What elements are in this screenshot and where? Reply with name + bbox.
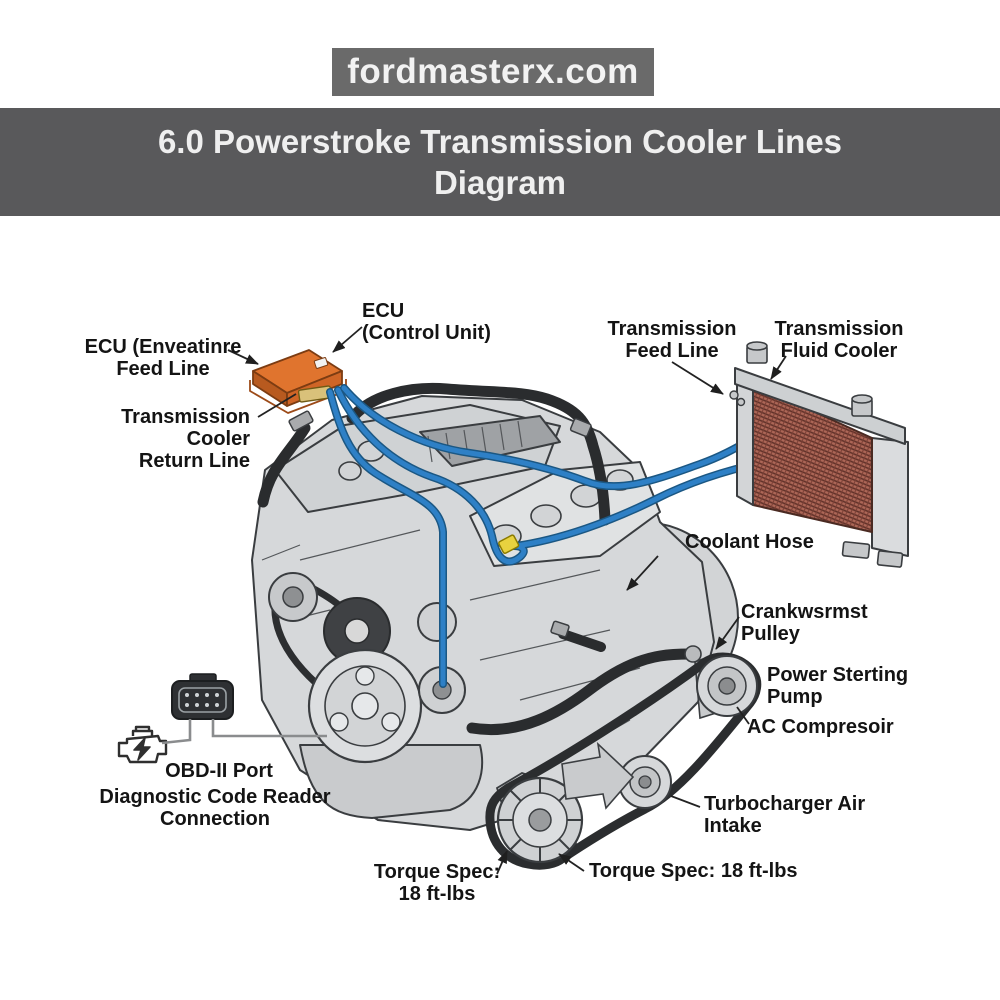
page-title-line1: 6.0 Powerstroke Transmission Cooler Line…: [157, 122, 843, 160]
label-obd-connection: Diagnostic Code Reader Connection: [99, 786, 331, 830]
torque-right-arrow: [558, 853, 585, 872]
label-crank-pulley: Crankwsrmst Pulley: [741, 601, 868, 645]
obd-connector-icon: [171, 673, 234, 720]
label-fluid-cooler: Transmission Fluid Cooler: [774, 318, 904, 362]
obd-wiring-lines: [161, 719, 327, 745]
front-pulleys: [268, 572, 466, 764]
transmission-fluid-cooler: [729, 341, 909, 568]
site-banner: fordmasterx.com: [332, 48, 654, 96]
label-cooler-return: Transmission Cooler Return Line: [121, 406, 250, 472]
label-feed-line-right: Transmission Feed Line: [607, 318, 737, 362]
turbo-intake-lead: [670, 795, 701, 808]
coolant-hoses: [257, 382, 702, 735]
check-engine-icon: [117, 725, 168, 764]
leader-lines: [227, 326, 787, 875]
feed-line-right-arrow: [671, 361, 724, 395]
site-banner-text: fordmasterx.com: [347, 52, 639, 91]
ecu-module: [249, 349, 347, 414]
label-torque-right: Torque Spec: 18 ft-lbs: [589, 860, 798, 882]
ecu-unit-arrow: [332, 326, 363, 353]
label-ac-compressor: AC Compresoir: [747, 716, 894, 738]
label-obd-port: OBD-II Port: [165, 760, 273, 782]
feed-line-left-arrow: [227, 349, 259, 365]
coolant-hose-arrow: [626, 555, 659, 591]
label-feed-line-left: ECU (Enveatinre Feed Line: [84, 336, 242, 380]
page-title-line2: Diagram: [433, 164, 567, 201]
direction-arrow: [561, 741, 635, 810]
ac-compressor-lead: [736, 706, 750, 725]
serpentine-belt-assembly: [485, 652, 762, 870]
label-ecu-unit: ECU (Control Unit): [362, 300, 491, 344]
cooler-return-line-lead: [257, 393, 297, 418]
label-power-steering: Power Sterting Pump: [767, 664, 909, 708]
torque-left-arrow: [496, 850, 508, 875]
label-turbo-intake: Turbocharger Air Intake: [704, 793, 866, 837]
label-torque-left: Torque Spec: 18 ft-lbs: [373, 861, 501, 905]
crank-pulley-arrow: [715, 616, 740, 650]
title-bar: 6.0 Powerstroke Transmission Cooler Line…: [0, 108, 1000, 216]
fluid-cooler-arrow: [770, 355, 787, 380]
label-coolant-hose: Coolant Hose: [685, 531, 814, 553]
